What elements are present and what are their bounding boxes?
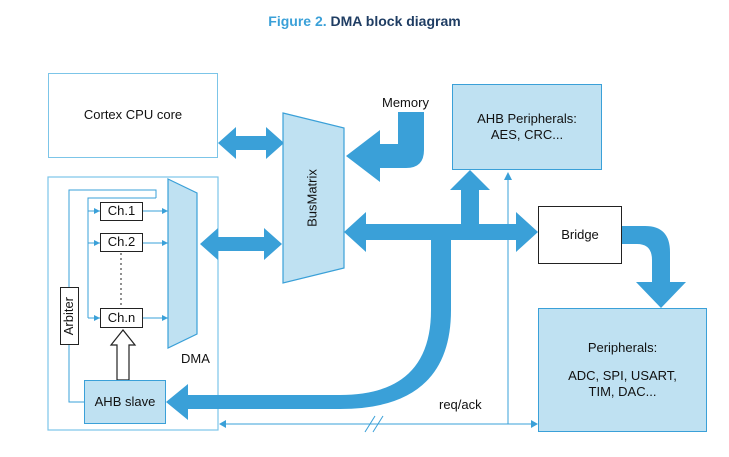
- busmatrix-shape: [282, 112, 345, 284]
- busmatrix-bridge-arrow: [344, 212, 538, 252]
- chn-in-arrowhead: [94, 315, 100, 321]
- req-ack-up-arrowhead: [504, 172, 512, 180]
- cpu-busmatrix-arrow: [218, 127, 284, 159]
- ahb-slave-block: AHB slave: [84, 380, 166, 424]
- diagram-title: DMA block diagram: [330, 13, 461, 29]
- peripherals-list-line1: ADC, SPI, USART,: [568, 367, 677, 383]
- cpu-core-label: Cortex CPU core: [83, 107, 183, 123]
- req-ack-break-marks: [364, 415, 384, 433]
- dma-busmatrix-arrow: [200, 228, 282, 260]
- ahb-peripherals-label: AHB Peripherals:: [477, 110, 577, 126]
- arbiter-box: Arbiter: [60, 287, 79, 345]
- req-ack-left-arrowhead: [219, 420, 226, 428]
- chn-out-arrowhead: [162, 315, 168, 321]
- ch2-out-arrowhead: [162, 240, 168, 246]
- peripherals-block: Peripherals: ADC, SPI, USART, TIM, DAC..…: [538, 308, 707, 432]
- ch1-label: Ch.1: [107, 203, 136, 219]
- ch1-in-arrowhead: [94, 208, 100, 214]
- ch2-box: Ch.2: [100, 233, 143, 252]
- ahb-slave-label: AHB slave: [94, 393, 156, 409]
- bridge-peripherals-arrow: [622, 226, 686, 308]
- peripherals-list-line2: TIM, DAC...: [588, 384, 657, 400]
- ch1-out-arrowhead: [162, 208, 168, 214]
- ahb-peripherals-list: AES, CRC...: [490, 127, 564, 142]
- figure-label: Figure 2.: [268, 13, 327, 29]
- ch2-in-arrowhead: [94, 240, 100, 246]
- busmatrix-label: BusMatrix: [304, 169, 319, 227]
- dma-label: DMA: [181, 351, 210, 366]
- figure-title: Figure 2. DMA block diagram: [0, 13, 729, 29]
- memory-arrow: [346, 112, 424, 182]
- ahb-up-arrow: [450, 170, 490, 224]
- dma-block-outline: [47, 176, 219, 431]
- bridge-block: Bridge: [538, 206, 622, 264]
- peripherals-label: Peripherals:: [587, 339, 658, 355]
- req-ack-right-arrowhead: [531, 420, 538, 428]
- ch1-box: Ch.1: [100, 202, 143, 221]
- cpu-core-block: Cortex CPU core: [48, 73, 218, 158]
- memory-label: Memory: [382, 95, 429, 110]
- dma-internal-lines: [68, 189, 168, 403]
- dma-shape: [167, 178, 198, 349]
- chn-box: Ch.n: [100, 308, 143, 328]
- arbiter-label: Arbiter: [61, 296, 77, 336]
- bridge-label: Bridge: [561, 226, 599, 242]
- req-ack-lines: [225, 180, 532, 425]
- ahbslave-chn-hollow-arrow: [109, 329, 137, 381]
- ch2-label: Ch.2: [107, 234, 136, 250]
- dma-ahbslave-path: [166, 240, 451, 420]
- ahb-peripherals-block: AHB Peripherals: AES, CRC...: [452, 84, 602, 170]
- req-ack-label: req/ack: [439, 397, 482, 412]
- chn-label: Ch.n: [107, 309, 136, 325]
